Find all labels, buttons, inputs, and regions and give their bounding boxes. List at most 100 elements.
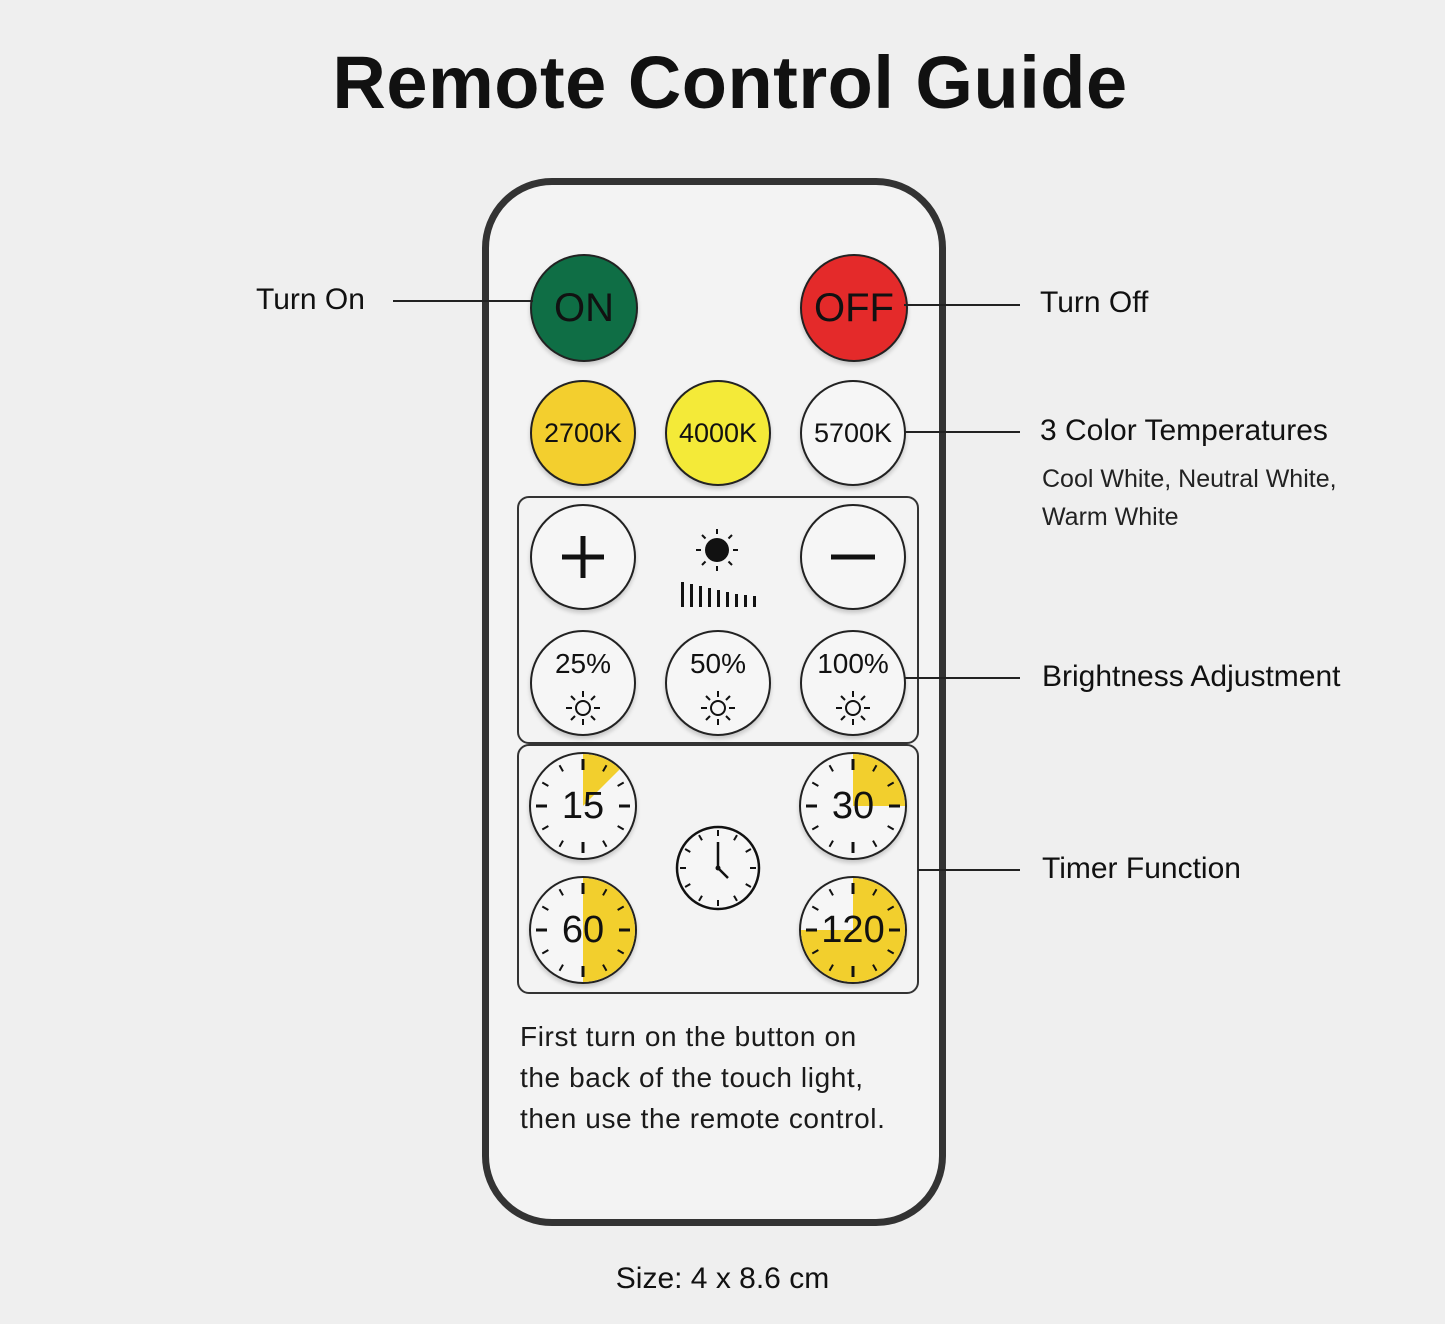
timer-tick (602, 888, 608, 896)
timer-tick (872, 964, 878, 972)
turn-on-leader (393, 300, 533, 302)
timer-120-button[interactable]: 120 (799, 876, 907, 984)
timer-15-button[interactable]: 15 (529, 752, 637, 860)
timer-tick (558, 764, 564, 772)
timer-30-button[interactable]: 30 (799, 752, 907, 860)
timer-tick (887, 905, 895, 911)
temp-2700k-button[interactable]: 2700K (530, 380, 636, 486)
timer-tick (811, 949, 819, 955)
brightness-plus-button[interactable] (530, 504, 636, 610)
temp-4000k-button[interactable]: 4000K (665, 380, 771, 486)
timer-tick (617, 905, 625, 911)
on-button-label: ON (554, 285, 614, 330)
brightness-label: Brightness Adjustment (1042, 660, 1341, 693)
temp-5700k-button[interactable]: 5700K (800, 380, 906, 486)
turn-off-leader (904, 304, 1020, 306)
color-temps-sub-2: Warm White (1042, 503, 1179, 531)
timer-leader (918, 869, 1020, 871)
clock-tick (745, 883, 752, 888)
brightness-minus-button[interactable] (800, 504, 906, 610)
timer-tick (828, 964, 834, 972)
timer-tick (602, 964, 608, 972)
clock-icon (675, 825, 761, 911)
clock-tick (684, 848, 691, 853)
clock-tick (698, 834, 703, 841)
brightness-25-label: 25% (554, 648, 612, 679)
brightness-panel (517, 496, 919, 744)
timer-tick (541, 949, 549, 955)
brightness-bars-icon (681, 582, 756, 607)
brightness-100-label: 100% (817, 648, 889, 679)
timer-15-label: 15 (561, 784, 605, 827)
clock-tick (733, 895, 738, 902)
color-temps-label: 3 Color Temperatures (1040, 414, 1328, 447)
sun-outline-icon (836, 691, 870, 725)
usage-note-line: the back of the touch light, (520, 1062, 864, 1093)
timer-tick (872, 840, 878, 848)
timer-tick (828, 764, 834, 772)
timer-fill-sector (853, 754, 905, 806)
brightness-25-button[interactable]: 25% (530, 630, 636, 736)
brightness-50-label: 50% (689, 648, 747, 679)
timer-tick (828, 840, 834, 848)
usage-note-line: then use the remote control. (520, 1103, 886, 1134)
timer-dial-icon (536, 878, 635, 982)
timer-tick (811, 905, 819, 911)
timer-60-button[interactable]: 60 (529, 876, 637, 984)
plus-icon (562, 536, 604, 578)
clock-tick (733, 834, 738, 841)
timer-30-label: 30 (831, 784, 875, 827)
timer-tick (541, 825, 549, 831)
temp-5700k-label: 5700K (813, 417, 893, 448)
timer-tick (558, 840, 564, 848)
timer-fill-sector (801, 878, 905, 982)
clock-tick (745, 848, 752, 853)
brightness-50-button[interactable]: 50% (665, 630, 771, 736)
timer-tick (617, 781, 625, 787)
turn-on-label: Turn On (256, 283, 365, 316)
temp-2700k-label: 2700K (543, 417, 623, 448)
timer-tick (811, 825, 819, 831)
timer-fill-sector (583, 754, 620, 806)
timer-60-label: 60 (561, 908, 605, 951)
off-button[interactable]: OFF (800, 254, 908, 362)
on-button[interactable]: ON (530, 254, 638, 362)
sun-outline-icon (566, 691, 600, 725)
timer-120-label: 120 (821, 908, 885, 951)
timer-tick (872, 888, 878, 896)
timer-dial-icon (806, 754, 905, 853)
timer-tick (811, 781, 819, 787)
color-temps-sub-1: Cool White, Neutral White, (1042, 465, 1337, 493)
timer-tick (558, 964, 564, 972)
sun-icon (696, 529, 738, 571)
timer-tick (602, 764, 608, 772)
brightness-100-button[interactable]: 100% (800, 630, 906, 736)
brightness-leader (904, 677, 1020, 679)
timer-tick (541, 781, 549, 787)
timer-fill-sector (583, 878, 635, 982)
timer-tick (602, 840, 608, 848)
temp-4000k-label: 4000K (678, 417, 758, 448)
size-caption: Size: 4 x 8.6 cm (615, 1262, 830, 1295)
sun-outline-icon (701, 691, 735, 725)
timer-tick (541, 905, 549, 911)
color-temps-leader (904, 431, 1020, 433)
timer-label: Timer Function (1042, 852, 1241, 885)
off-button-label: OFF (814, 285, 894, 330)
turn-off-label: Turn Off (1040, 286, 1149, 319)
timer-tick (558, 888, 564, 896)
page-title: Remote Control Guide (332, 41, 1128, 124)
clock-tick (684, 883, 691, 888)
timer-tick (828, 888, 834, 896)
timer-tick (872, 764, 878, 772)
timer-tick (617, 949, 625, 955)
usage-note-line: First turn on the button on (520, 1021, 857, 1052)
timer-dial-icon (801, 878, 905, 982)
timer-tick (887, 781, 895, 787)
usage-note: First turn on the button on the back of … (520, 1016, 940, 1139)
timer-tick (887, 949, 895, 955)
timer-tick (617, 825, 625, 831)
timer-dial-icon (536, 754, 630, 853)
minus-icon (831, 554, 875, 560)
timer-tick (887, 825, 895, 831)
